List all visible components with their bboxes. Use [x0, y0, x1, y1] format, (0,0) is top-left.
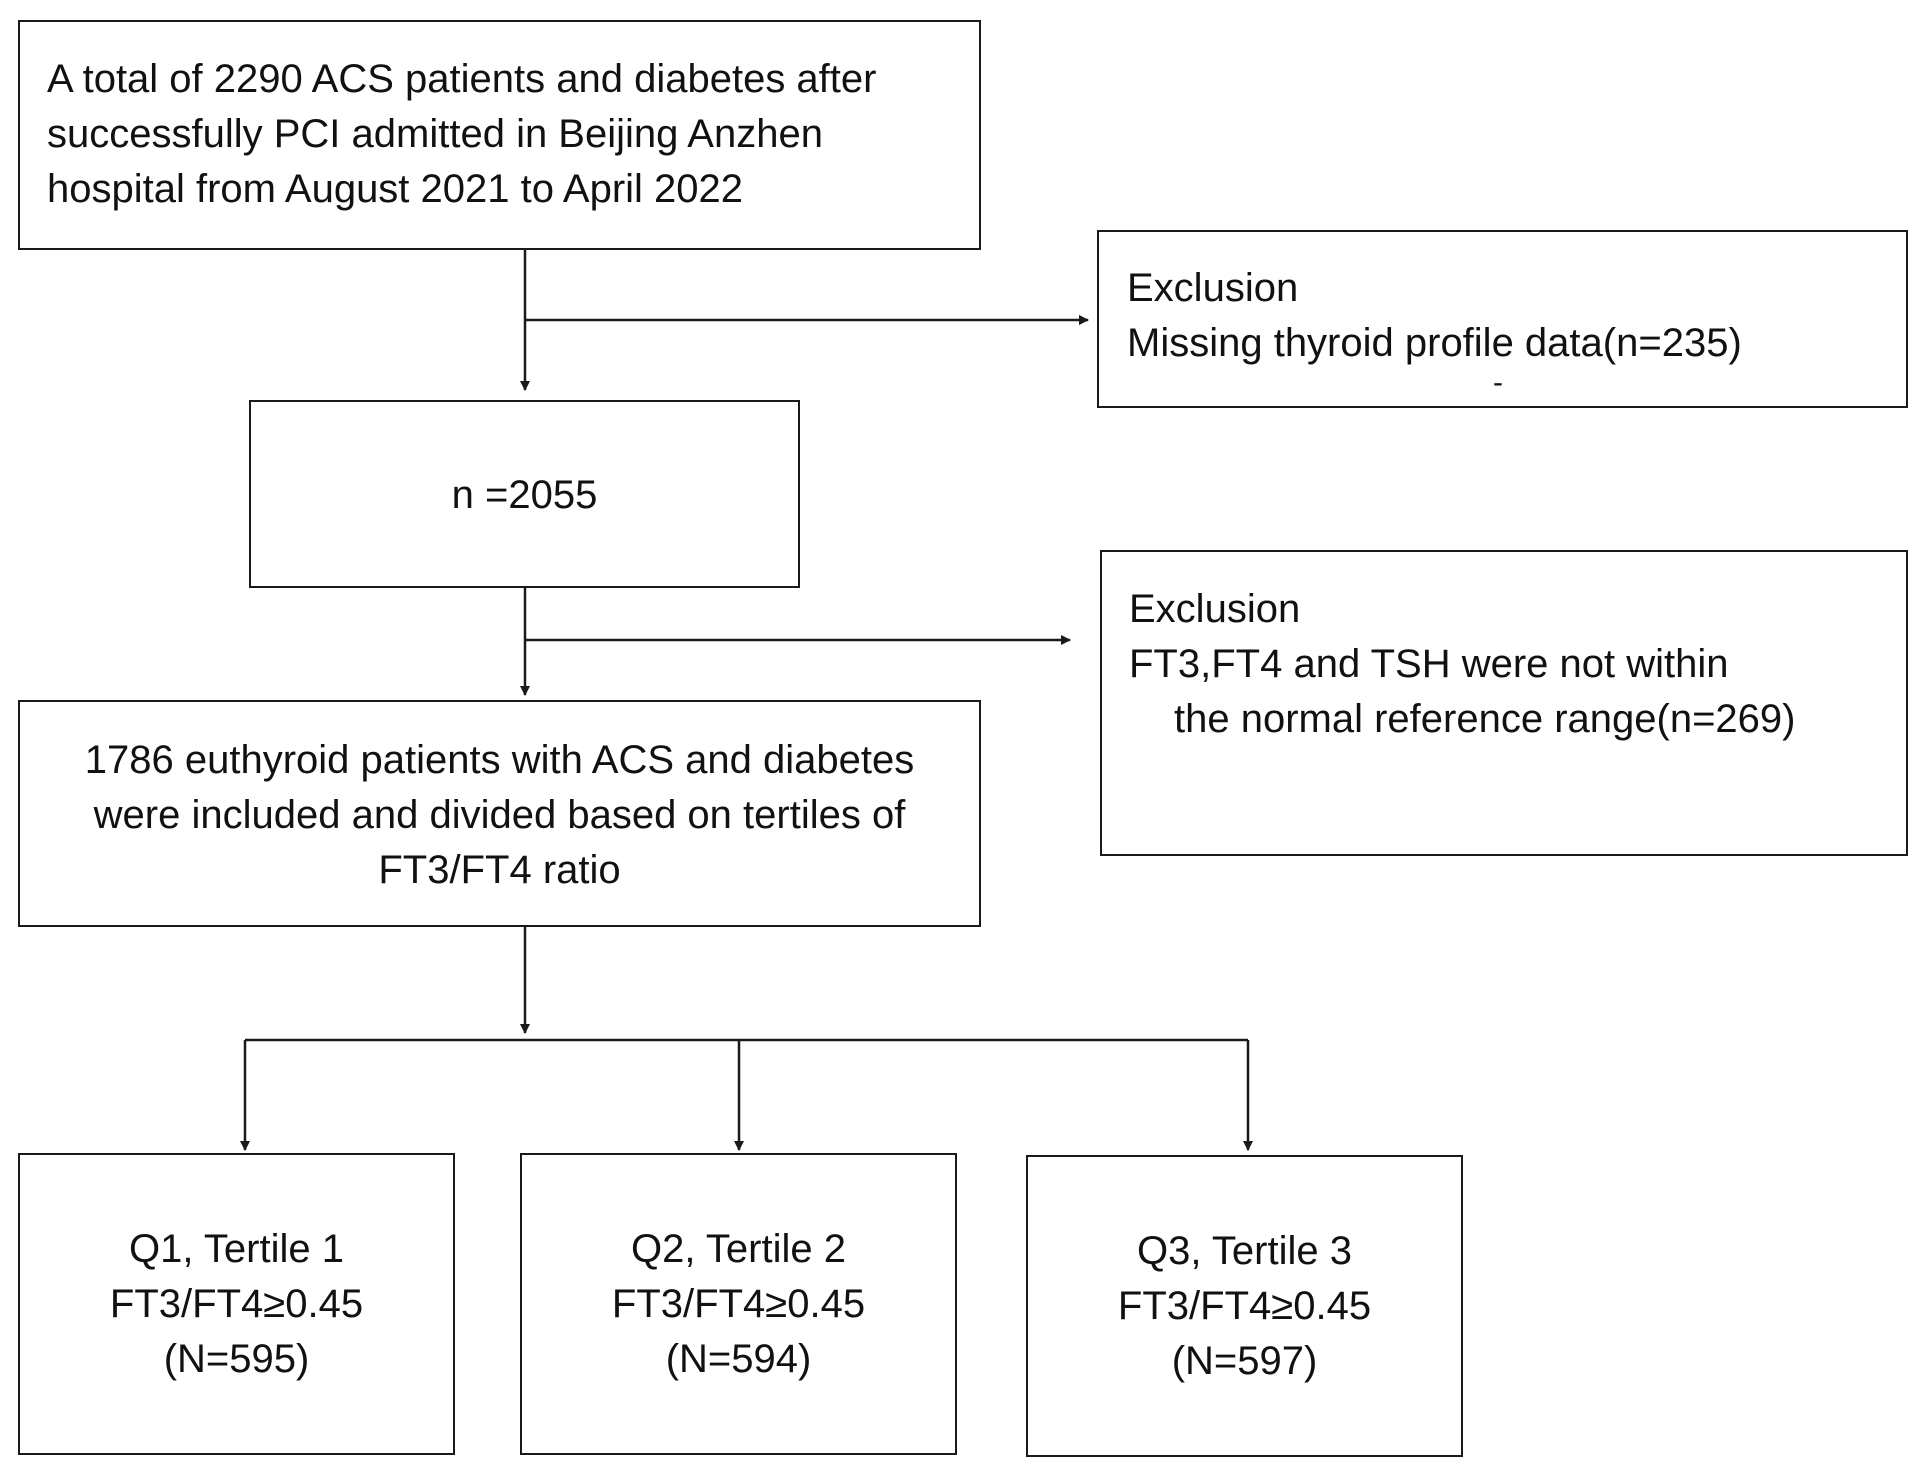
tertile-1-title: Q1, Tertile 1: [129, 1227, 344, 1271]
tertile-2-n: (N=594): [665, 1337, 812, 1381]
included-line-2: were included and divided based on terti…: [93, 793, 906, 837]
tertile-3-box: [1026, 1155, 1463, 1457]
tertile-3-ratio: FT3/FT4≥0.45: [1117, 1284, 1372, 1328]
exclusion-1-title: Exclusion: [1127, 266, 1299, 310]
start-line-2: successfully PCI admitted in Beijing Anz…: [47, 112, 823, 156]
start-box: [18, 20, 981, 250]
exclusion-1-detail: Missing thyroid profile data(n=235): [1127, 321, 1742, 365]
tertile-1-n: (N=595): [163, 1337, 310, 1381]
n2055-label: n =2055: [451, 473, 598, 517]
n2055-box: [249, 400, 800, 588]
exclusion-2-line-1: FT3,FT4 and TSH were not within: [1129, 642, 1729, 686]
tertile-1-box: [18, 1153, 455, 1455]
tertile-3-n: (N=597): [1171, 1339, 1318, 1383]
start-line-3: hospital from August 2021 to April 2022: [47, 167, 744, 211]
exclusion-2-title: Exclusion: [1129, 587, 1301, 631]
included-line-1: 1786 euthyroid patients with ACS and dia…: [84, 738, 915, 782]
exclusion-2-line-2: the normal reference range(n=269): [1174, 697, 1796, 741]
start-line-1: A total of 2290 ACS patients and diabete…: [47, 57, 877, 101]
included-line-3: FT3/FT4 ratio: [378, 848, 621, 892]
exclusion-1-mark: -: [1493, 366, 1503, 399]
included-box: [18, 700, 981, 927]
tertile-3-title: Q3, Tertile 3: [1137, 1229, 1352, 1273]
tertile-2-ratio: FT3/FT4≥0.45: [611, 1282, 866, 1326]
tertile-2-title: Q2, Tertile 2: [631, 1227, 846, 1271]
tertile-1-ratio: FT3/FT4≥0.45: [109, 1282, 364, 1326]
exclusion-box-1: [1097, 230, 1908, 408]
exclusion-box-2: [1100, 550, 1908, 856]
tertile-2-box: [520, 1153, 957, 1455]
